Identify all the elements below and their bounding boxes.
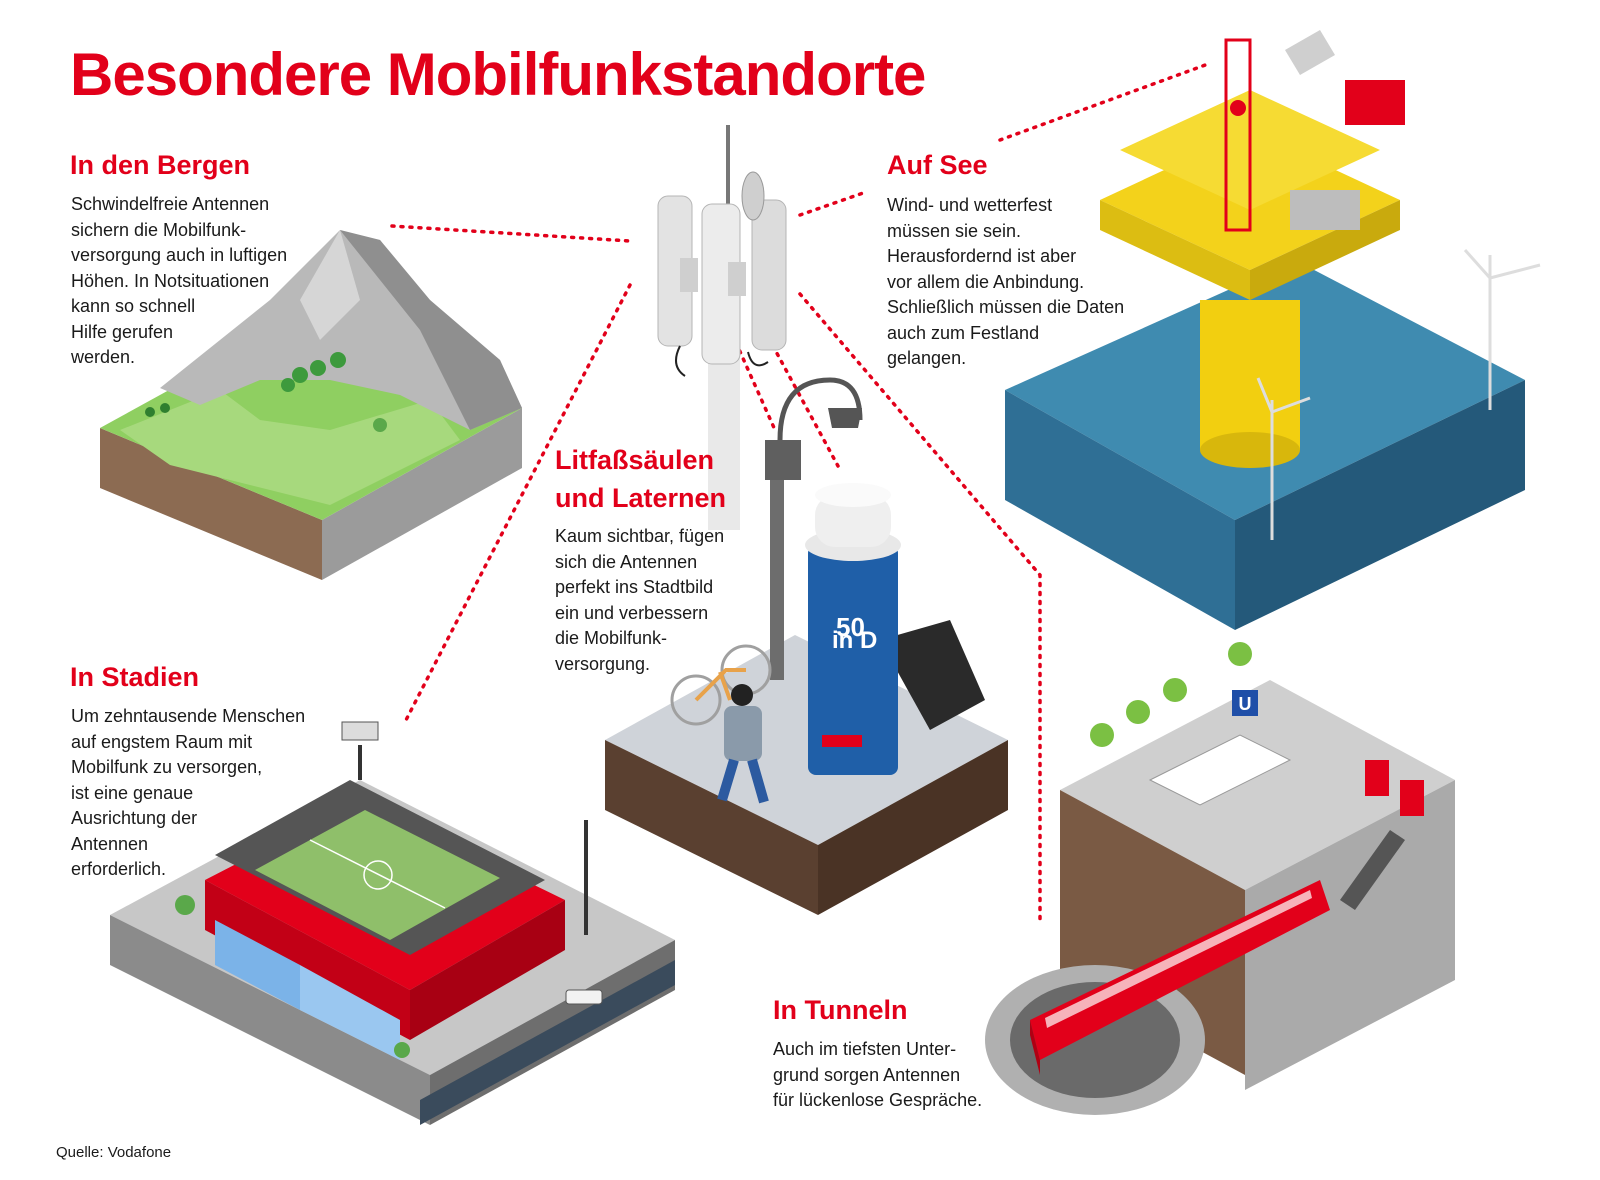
offshore-platform-illustration — [1005, 30, 1541, 630]
connector-see-a — [798, 190, 868, 217]
pillar-poster-line1: 50 — [836, 612, 865, 642]
connector-stadien — [403, 283, 632, 724]
connector-see-b — [998, 62, 1210, 142]
heading-berge: In den Bergen — [70, 150, 251, 180]
page-title: Besondere Mobilfunkstandorte — [70, 41, 926, 108]
text-tunnel: Auch im tiefsten Unter- grund sorgen Ant… — [773, 1039, 983, 1110]
text-see: Wind- und wetterfest müssen sie sein. He… — [887, 195, 1125, 368]
antenna-mast-illustration — [657, 125, 787, 530]
text-berge: Schwindelfreie Antennen sichern die Mobi… — [71, 194, 288, 367]
source-note: Quelle: Vodafone — [56, 1144, 172, 1161]
text-litfass: Kaum sichtbar, fügen sich die Antennen p… — [555, 526, 725, 674]
connector-tunnel — [798, 292, 1042, 927]
stadium-illustration — [110, 721, 675, 1125]
heading-litfass-line1: Litfaßsäulen — [555, 445, 715, 475]
heading-litfass-line2: und Laternen — [555, 483, 727, 513]
pillar-poster-line2: in D — [832, 627, 877, 654]
subway-illustration: U — [985, 642, 1455, 1115]
subway-sign: U — [1239, 694, 1252, 714]
heading-tunnel: In Tunneln — [773, 995, 908, 1025]
heading-stadien: In Stadien — [70, 662, 200, 692]
mountain-illustration — [100, 230, 522, 580]
text-stadien: Um zehntausende Menschen auf engstem Rau… — [71, 706, 306, 879]
heading-see: Auf See — [887, 150, 988, 180]
street-block-illustration: 50 in D — [605, 377, 1008, 915]
connector-berge — [390, 224, 632, 243]
